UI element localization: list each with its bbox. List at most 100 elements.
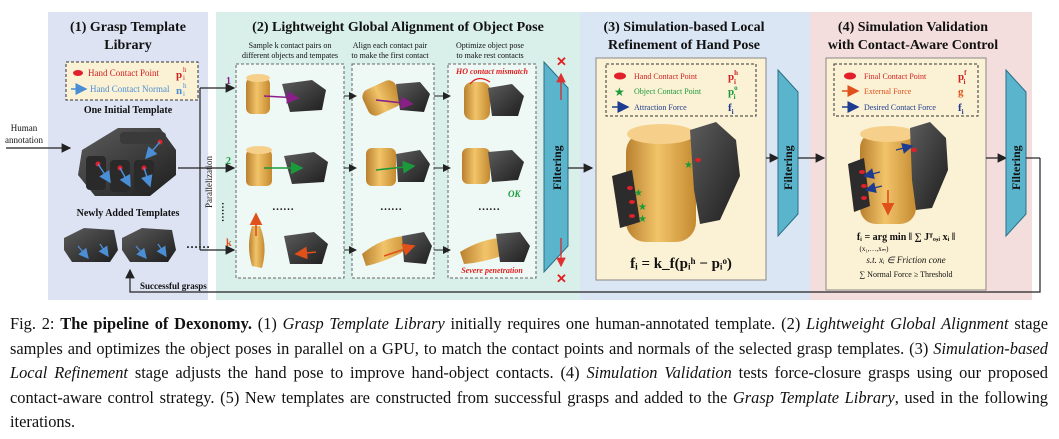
stage4-legend-desired-sym: fi — [958, 102, 964, 116]
caption-italic-2: Lightweight Global Alignment — [806, 314, 1009, 333]
stage3-legend-attraction-sym: fi — [728, 102, 734, 116]
stage4-object-and-hand — [848, 122, 948, 224]
filter1-reject-top-icon: ✕ — [556, 54, 567, 69]
stage2-col2-line1: Align each contact pair — [353, 41, 428, 50]
stage3-object-and-hand: ★ ★ ★ ★ — [612, 122, 740, 242]
stage4-legend-final-contact: Final Contact Point — [864, 72, 927, 81]
legend-contact-point: Hand Contact Point — [88, 68, 159, 78]
stage4-eq-line1: fᵢ = arg min ‖ ∑ Jᵀₒ,ᵢ xᵢ ‖ — [857, 232, 955, 243]
ho-mismatch-label: HO contact mismatch — [455, 67, 529, 76]
stage4-eq-line3: ∑ Normal Force ≥ Threshold — [859, 270, 952, 279]
svg-text:★: ★ — [684, 160, 693, 171]
pipeline-diagram: (1) Grasp Template Library Hand Contact … — [5, 12, 1041, 300]
stage3-title-line2: Refinement of Hand Pose — [608, 38, 760, 53]
stage3-title-line1: (3) Simulation-based Local — [603, 20, 764, 35]
stage1-title-line2: Library — [104, 38, 151, 53]
row-dots-col2: …… — [380, 201, 402, 213]
legend-contact-normal-sub: i — [183, 90, 185, 98]
svg-text:★: ★ — [638, 202, 647, 213]
row2-optimize — [462, 148, 524, 184]
stage4-legend-desired: Desired Contact Force — [864, 103, 936, 112]
stage2-col3-line2: to make rest contacts — [456, 51, 523, 60]
row2-sample — [246, 146, 328, 186]
input-label-line1: Human — [11, 123, 38, 133]
legend-contact-point-sup: h — [183, 66, 187, 74]
parallelization-label: Parallelization — [204, 156, 214, 208]
caption-part-5: tests force-closure grasps using our pro… — [10, 363, 1049, 407]
row-k-label: k — [226, 238, 232, 249]
stage4-legend-box — [833, 63, 979, 117]
stage4-eq-line1-sub: (x₁,…,xₘ) — [860, 245, 890, 253]
filter2-shape — [777, 68, 799, 238]
legend-contact-normal-sup: h — [183, 82, 187, 90]
row-dots-col1: …… — [272, 201, 294, 213]
severe-penetration-label: Severe penetration — [461, 266, 523, 275]
feedback-loop-line — [125, 158, 1041, 293]
figure-caption: Fig. 2: The pipeline of Dexonomy. (1) Gr… — [10, 312, 1048, 435]
legend-contact-point-sym: p — [176, 69, 182, 81]
caption-part-4: stage adjusts the hand pose to improve h… — [127, 363, 587, 382]
stage2-col1-line1: Sample k contact pairs on — [249, 41, 332, 50]
caption-italic-4: Simulation Validation — [586, 363, 732, 382]
object-contact-star-icon: ★ — [614, 85, 625, 99]
stage4-eq-line2: s.t. xᵢ ∈ Friction cone — [866, 255, 945, 265]
svg-text:★: ★ — [638, 214, 647, 225]
final-contact-icon — [844, 72, 856, 80]
caption-part-3: stage samples and optimizes the object p… — [10, 314, 1048, 358]
rowk-align — [362, 232, 432, 266]
new-template-hand-2 — [122, 228, 176, 262]
stage4-title-line2: with Contact-Aware Control — [828, 38, 998, 53]
stage3-legend-hand-contact: Hand Contact Point — [634, 72, 698, 81]
filter1-label: Filtering — [550, 145, 564, 190]
stage3-legend-attraction: Attraction Force — [634, 103, 687, 112]
rowk-sample — [249, 212, 328, 268]
filter3-label: Filtering — [1009, 145, 1023, 190]
initial-template-hand — [78, 128, 176, 196]
row-dots-col3: …… — [478, 201, 500, 213]
stage1-title-line1: (1) Grasp Template — [70, 20, 186, 35]
one-initial-template-label: One Initial Template — [84, 105, 173, 116]
rowk-optimize — [460, 232, 530, 264]
stage2-col3-line1: Optimize object pose — [456, 41, 524, 50]
legend-contact-normal: Hand Contact Normal — [90, 84, 170, 94]
caption-label: Fig. 2: — [10, 314, 61, 333]
row2-align — [366, 148, 430, 186]
caption-bold-title: The pipeline of Dexonomy. — [60, 314, 252, 333]
filter1-reject-bottom-icon: ✕ — [556, 271, 567, 286]
input-label-line2: annotation — [5, 135, 43, 145]
stage4-legend-external: External Force — [864, 87, 912, 96]
stage2-col1-line2: different objects and tempates — [242, 51, 338, 60]
stage2-col2-line2: to make the first contact — [351, 51, 429, 60]
caption-italic-3: Simulation-based Local Refinement — [10, 338, 1048, 383]
stage3-formula: fᵢ = k_f(pᵢʰ − pᵢᵒ) — [630, 256, 732, 272]
caption-italic-1: Grasp Template Library — [282, 314, 445, 333]
svg-text:★: ★ — [634, 188, 643, 199]
caption-part-1: (1) — [251, 314, 283, 333]
contact-point-icon — [73, 70, 83, 76]
new-template-hand-1 — [64, 228, 118, 262]
row1-sample — [246, 74, 326, 114]
stage4-legend-external-sym: g — [958, 86, 964, 98]
stage2-title: (2) Lightweight Global Alignment of Obje… — [252, 20, 544, 35]
successful-grasps-label: Successful grasps — [140, 281, 207, 291]
templates-ellipsis: …… — [186, 237, 210, 251]
newly-added-templates-label: Newly Added Templates — [77, 208, 180, 219]
row-dots-label: …… — [219, 202, 230, 222]
ok-label: OK — [508, 189, 521, 199]
caption-italic-5: Grasp Template Library — [732, 387, 895, 407]
legend-contact-point-sub: i — [183, 74, 185, 82]
stage4-title-line1: (4) Simulation Validation — [838, 20, 988, 35]
row1-align — [362, 80, 430, 116]
filter3-shape — [1005, 68, 1027, 238]
row1-optimize — [464, 77, 524, 120]
stage3-legend-object-contact: Object Contact Point — [634, 87, 702, 96]
pipeline-figure: (1) Grasp Template Library Hand Contact … — [5, 12, 1041, 300]
caption-part-2: initially requires one human-annotated t… — [444, 314, 807, 333]
caption-part-6: , used in the following iterations. — [10, 387, 1048, 432]
stage3-legend-box — [605, 63, 757, 117]
stage1-legend-box — [65, 61, 199, 101]
filter2-label: Filtering — [781, 145, 795, 190]
